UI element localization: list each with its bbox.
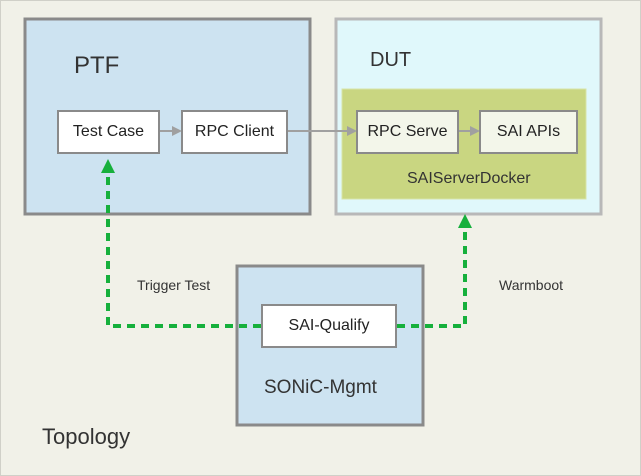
dut-label: DUT	[370, 49, 412, 71]
ptf-label: PTF	[74, 52, 120, 79]
rpc-client-node: RPC Client	[181, 110, 288, 154]
trigger-test-label: Trigger Test	[137, 277, 211, 293]
warmboot-label: Warmboot	[499, 277, 564, 293]
test-case-node: Test Case	[57, 110, 160, 154]
sonic-mgmt-label: SONiC-Mgmt	[264, 377, 377, 398]
rpc-serve-node: RPC Serve	[356, 110, 459, 154]
edge-trigger-test	[101, 159, 261, 328]
topology-label: Topology	[42, 424, 131, 449]
saiserverdocker-label: SAIServerDocker	[407, 170, 531, 187]
sai-qualify-node: SAI-Qualify	[261, 304, 397, 348]
sai-apis-node: SAI APIs	[479, 110, 578, 154]
